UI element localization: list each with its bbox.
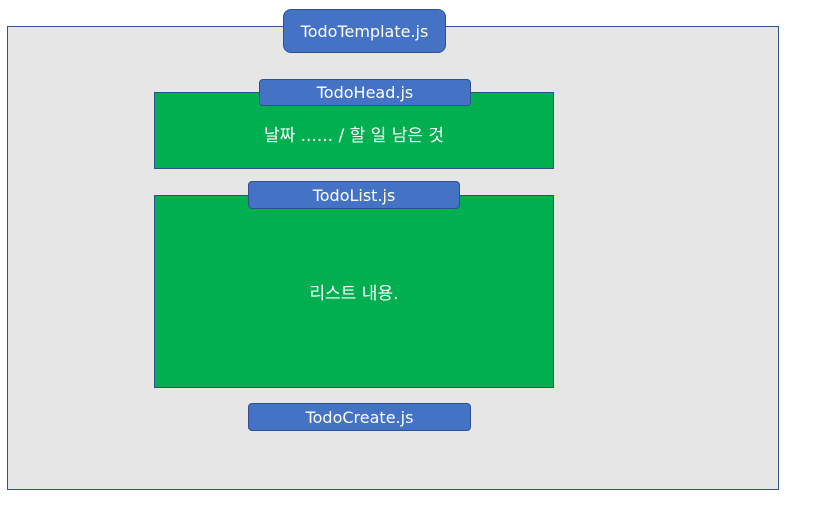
todo-list-label: TodoList.js xyxy=(248,181,460,209)
todo-head-label: TodoHead.js xyxy=(259,79,471,106)
todo-template-label: TodoTemplate.js xyxy=(283,9,446,53)
todo-create-label: TodoCreate.js xyxy=(248,403,471,431)
todo-list-content: 리스트 내용. xyxy=(309,284,399,304)
todo-head-content: 날짜 ...... / 할 일 남은 것 xyxy=(263,126,445,146)
todo-list-box: 리스트 내용. xyxy=(154,195,554,388)
